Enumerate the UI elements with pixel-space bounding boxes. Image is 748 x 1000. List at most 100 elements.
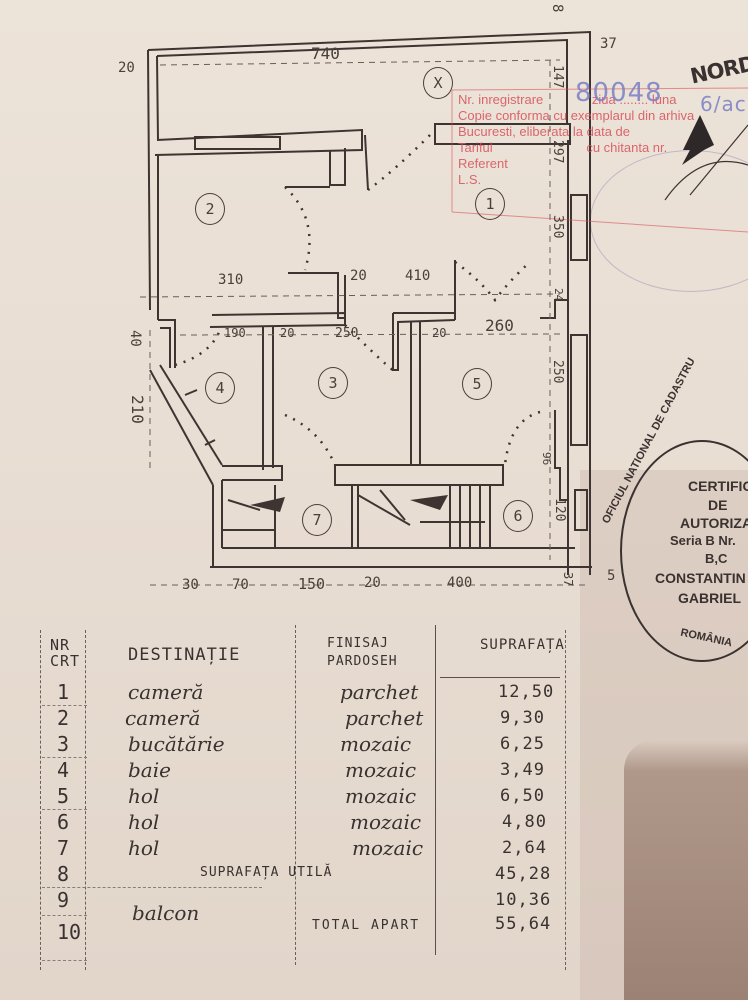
row-8-nr: 8 bbox=[57, 862, 70, 886]
table-col-line bbox=[565, 630, 566, 970]
table-col-line bbox=[295, 625, 296, 965]
balcony-x-marker: X bbox=[423, 67, 453, 99]
row-7-finisaj: mozaic bbox=[352, 836, 424, 860]
header-nr-crt: NR CRT bbox=[50, 636, 81, 670]
row-2-destinatie: cameră bbox=[125, 706, 201, 730]
dim-bottom-20: 20 bbox=[364, 575, 381, 591]
row-6-nr: 6 bbox=[57, 810, 70, 834]
dim-right-c: 350 bbox=[550, 215, 565, 239]
dim-right-a: 147 bbox=[550, 65, 565, 89]
row-2-suprafata: 9,30 bbox=[500, 708, 545, 728]
table-col-line bbox=[435, 625, 436, 955]
dim-wall-c: 20 bbox=[432, 326, 447, 340]
row-1-suprafata: 12,50 bbox=[498, 682, 555, 702]
table-col-line bbox=[40, 630, 41, 970]
row-1-destinatie: cameră bbox=[128, 680, 204, 704]
row-1-nr: 1 bbox=[57, 680, 70, 704]
dim-mid-right-width: 410 bbox=[405, 268, 431, 284]
stamp-receipt-label: cu chitanta nr. bbox=[586, 140, 668, 155]
total-label: TOTAL APART bbox=[312, 918, 421, 933]
row-2-finisaj: parchet bbox=[345, 706, 424, 730]
row-divider bbox=[42, 915, 87, 916]
room-4-marker: 4 bbox=[205, 372, 235, 404]
dim-left-diag: 210 bbox=[128, 395, 147, 424]
row-5-destinatie: hol bbox=[128, 784, 160, 808]
row-7-destinatie: hol bbox=[128, 836, 160, 860]
handwritten-registration-suffix: 6/ac bbox=[700, 92, 747, 116]
header-suprafata: SUPRAFAȚA bbox=[480, 637, 565, 653]
photo-shadow bbox=[624, 740, 748, 1000]
dim-bottom-70: 70 bbox=[232, 577, 249, 593]
stamp-line-city: Bucuresti, eliberata la data de bbox=[458, 124, 630, 139]
row-9-nr: 9 bbox=[57, 888, 70, 912]
dim-right-g: 120 bbox=[552, 498, 567, 522]
row-4-finisaj: mozaic bbox=[345, 758, 417, 782]
dim-top-left-wall: 20 bbox=[118, 60, 135, 76]
dim-mid-wall: 20 bbox=[350, 268, 367, 284]
table-col-line bbox=[85, 630, 86, 970]
row-2-nr: 2 bbox=[57, 706, 70, 730]
stamp-line-copy: Copie conforma cu exemplarul din arhiva bbox=[458, 108, 695, 123]
row-divider bbox=[42, 887, 262, 888]
seal-line-1: CERTIFICAT bbox=[688, 478, 748, 494]
seal-line-4: Seria B Nr. bbox=[670, 533, 736, 548]
dim-top-right-offset: 37 bbox=[600, 36, 617, 52]
dim-wall-b: 20 bbox=[280, 326, 295, 340]
dim-top-width: 740 bbox=[311, 44, 340, 63]
dim-bottom-400: 400 bbox=[447, 575, 473, 591]
handwritten-registration-number: 80048 bbox=[575, 78, 663, 108]
stamp-registration-suffix: ziua ........ luna bbox=[591, 92, 677, 107]
stamp-tariff-label: Tariful bbox=[458, 140, 493, 155]
row-6-suprafata: 4,80 bbox=[502, 812, 547, 832]
dim-bottom-30: 30 bbox=[182, 577, 199, 593]
dim-bottom-37: 37 bbox=[561, 572, 575, 587]
seal-line-2: DE bbox=[708, 497, 728, 513]
row-4-nr: 4 bbox=[57, 758, 70, 782]
dim-right-e: 250 bbox=[550, 360, 565, 384]
seal-line-3: AUTORIZARE bbox=[680, 515, 748, 531]
row-divider bbox=[42, 809, 87, 810]
row-6-destinatie: hol bbox=[128, 810, 160, 834]
room-7-marker: 7 bbox=[302, 504, 332, 536]
dim-room3-width: 250 bbox=[335, 326, 359, 341]
row-3-suprafata: 6,25 bbox=[500, 734, 545, 754]
row-9-suprafata: 10,36 bbox=[495, 890, 552, 910]
header-destinatie: DESTINAȚIE bbox=[128, 645, 241, 665]
area-table: NR CRT DESTINAȚIE FINISAJ PARDOSEH SUPRA… bbox=[40, 625, 600, 985]
header-finisaj: FINISAJ PARDOSEH bbox=[327, 636, 398, 669]
stamp-registration-label: Nr. inregistrare bbox=[458, 92, 544, 107]
header-underline bbox=[440, 677, 560, 678]
dim-bottom-5: 5 bbox=[607, 568, 616, 584]
room-6-marker: 6 bbox=[503, 500, 533, 532]
dim-room4-width: 190 bbox=[224, 326, 246, 340]
row-1-finisaj: parchet bbox=[340, 680, 419, 704]
dim-top-right-small: 8 bbox=[549, 4, 565, 13]
stamp-line-ls: L.S. bbox=[458, 172, 482, 187]
dim-right-f: 96 bbox=[540, 452, 553, 466]
seal-line-6: CONSTANTIN bbox=[655, 570, 746, 586]
stamp-line-referent: Referent bbox=[458, 156, 508, 171]
row-5-nr: 5 bbox=[57, 784, 70, 808]
row-8-suprafata: 45,28 bbox=[495, 864, 552, 884]
dim-right-d: 24 bbox=[552, 288, 565, 302]
room-1-marker: 1 bbox=[475, 188, 505, 220]
row-9-destinatie: balcon bbox=[132, 901, 200, 925]
useful-area-label: SUPRAFAȚA UTILĂ bbox=[200, 865, 333, 880]
row-divider bbox=[42, 960, 87, 961]
row-5-suprafata: 6,50 bbox=[500, 786, 545, 806]
row-divider bbox=[42, 705, 87, 706]
row-6-finisaj: mozaic bbox=[350, 810, 422, 834]
dim-left-40: 40 bbox=[127, 330, 143, 347]
room-5-marker: 5 bbox=[462, 368, 492, 400]
row-4-suprafata: 3,49 bbox=[500, 760, 545, 780]
row-5-finisaj: mozaic bbox=[345, 784, 417, 808]
row-7-nr: 7 bbox=[57, 836, 70, 860]
row-7-suprafata: 2,64 bbox=[502, 838, 547, 858]
dim-right-room-width: 260 bbox=[485, 316, 514, 335]
room-2-marker: 2 bbox=[195, 193, 225, 225]
stamp-line-registration: Nr. inregistrare ziua ........ luna bbox=[458, 92, 676, 108]
seal-line-5: B,C bbox=[705, 551, 728, 566]
room-3-marker: 3 bbox=[318, 367, 348, 399]
row-3-destinatie: bucătărie bbox=[128, 732, 225, 756]
